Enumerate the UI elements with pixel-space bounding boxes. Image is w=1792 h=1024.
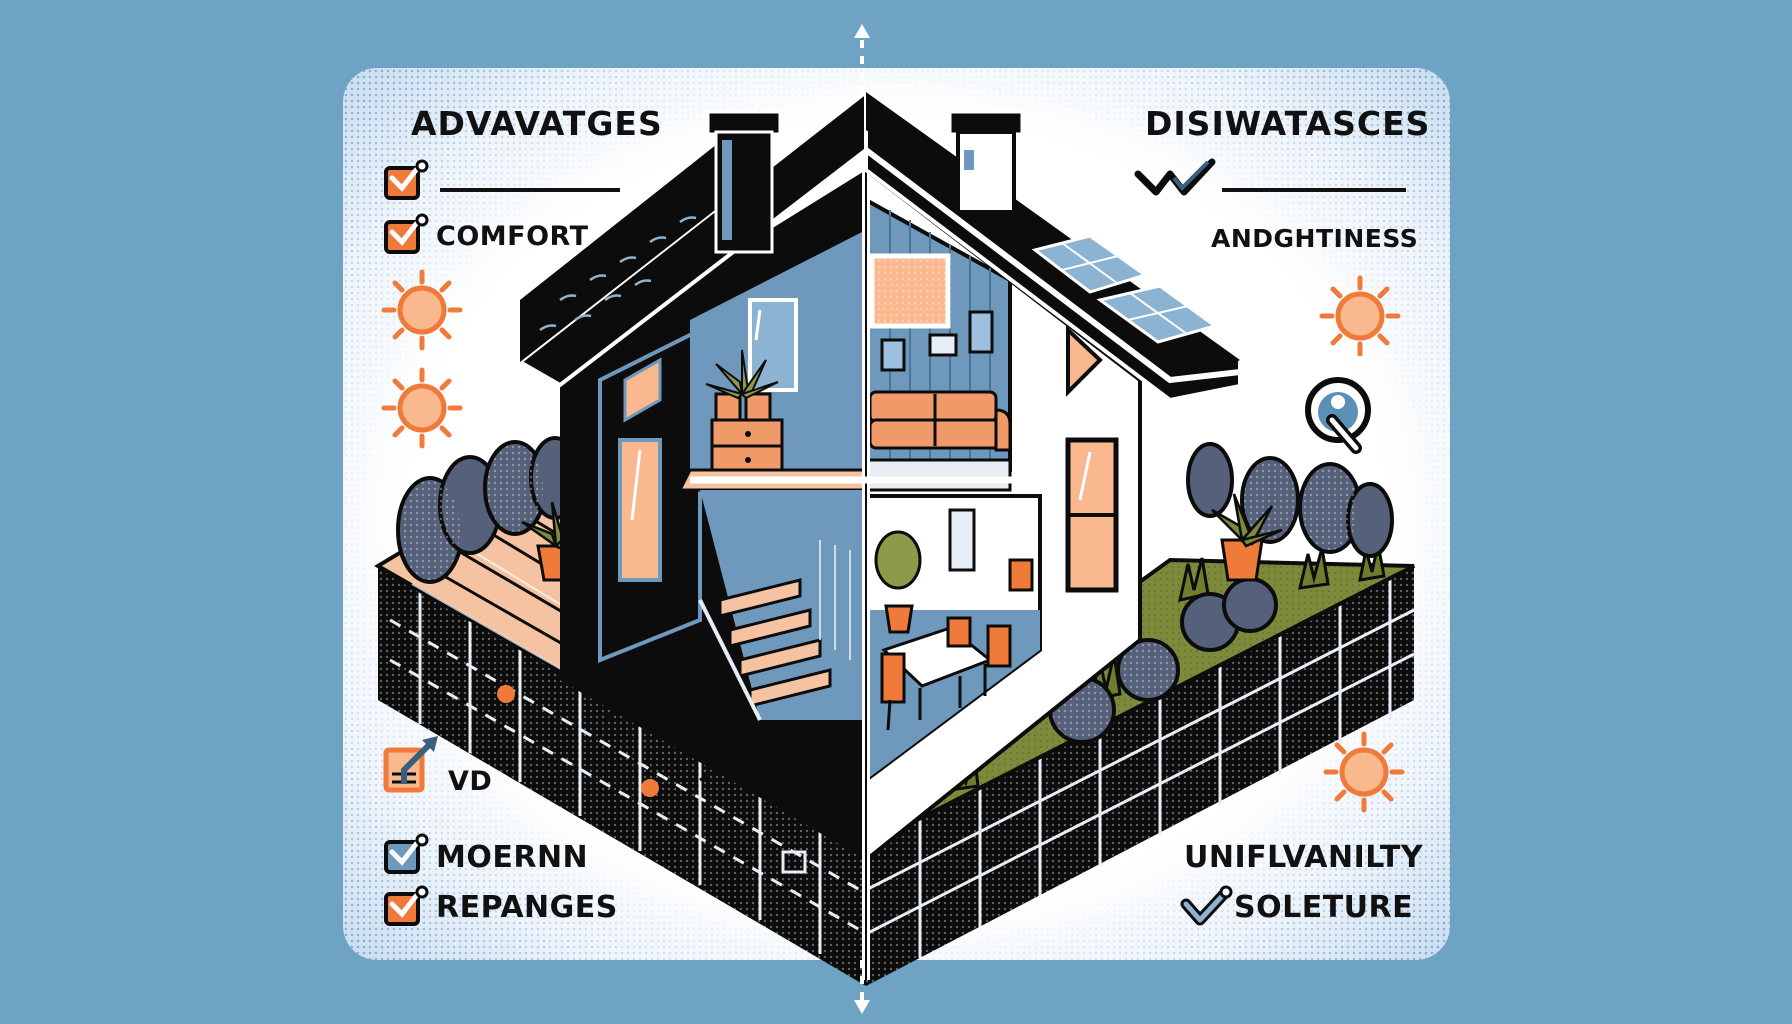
disadvantage-soleture: SOLETURE <box>1234 890 1414 925</box>
disadvantage-uniflvanilty: UNIFLVANILTY <box>1184 840 1424 875</box>
chimney-right <box>948 110 1024 214</box>
advantage-repanges: REPANGES <box>436 890 618 925</box>
check-box-orange-icon <box>384 213 429 254</box>
staircase <box>698 490 866 721</box>
dining-room <box>864 494 1042 784</box>
advantages-heading: ADVAVATGES <box>411 104 663 143</box>
advantage-comfort: COMFORT <box>436 221 589 252</box>
roof <box>516 87 1242 403</box>
magnifier-person-icon <box>1305 377 1371 454</box>
check-box-orange-icon <box>384 885 429 926</box>
advantage-moernn: MOERNN <box>436 840 589 875</box>
disadvantages-heading: DISIWATASCES <box>1145 104 1431 143</box>
sun-icon <box>381 269 463 351</box>
zigzag-check-icon <box>1134 158 1216 196</box>
sun-icon <box>1319 275 1401 357</box>
living-room <box>864 196 1012 492</box>
sun-icon <box>381 367 463 449</box>
upstairs-left-room <box>677 230 868 492</box>
blank-line <box>1222 188 1406 192</box>
chart-arrow-up-icon <box>383 736 438 793</box>
check-box-orange-icon <box>384 159 429 200</box>
check-blue-icon <box>1180 885 1233 926</box>
advantage-vd: VD <box>448 766 493 797</box>
check-box-blue-icon <box>384 833 429 874</box>
sun-icon <box>1323 731 1405 813</box>
disadvantage-andghtiness: ANDGHTINESS <box>1211 224 1419 253</box>
arrow-up-icon <box>854 24 870 38</box>
chimney-left <box>706 110 782 254</box>
blank-line <box>440 188 620 192</box>
arrow-down-icon <box>854 1000 870 1014</box>
